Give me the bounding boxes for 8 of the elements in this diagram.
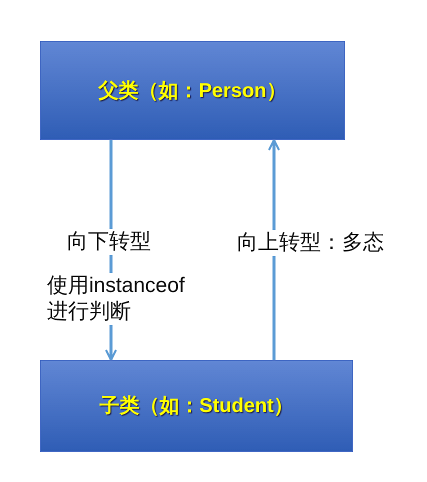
edge-label: 向上转型：多态 (237, 230, 384, 256)
arrow (268, 139, 280, 360)
edge-label: 向下转型 (67, 229, 151, 255)
class-box (40, 360, 353, 452)
class-box (40, 41, 345, 140)
class-name: 父类（如：Person） (98, 78, 286, 104)
note-text: 使用instanceof进行判断 (47, 273, 187, 325)
class-name: 子类（如：Student） (99, 394, 294, 419)
